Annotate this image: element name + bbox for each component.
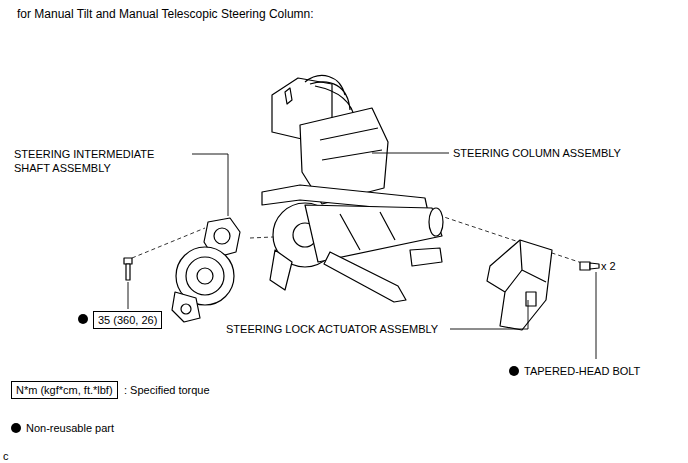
leader-line [372, 153, 449, 154]
part-name: STEERING COLUMN ASSEMBLY [453, 146, 621, 160]
box-text: 35 (360, 26) [98, 313, 157, 327]
part-name: STEERING INTERMEDIATE SHAFT ASSEMBLY [14, 147, 174, 175]
bolt [124, 258, 132, 280]
intermediate-shaft [172, 218, 240, 322]
legend-text: Non-reusable part [26, 421, 114, 435]
non-reusable-dot [509, 366, 519, 376]
leader-line [450, 300, 528, 329]
figure-code: c [3, 449, 9, 463]
non-reusable-dot [78, 314, 88, 324]
leader-line [596, 272, 597, 359]
part-name: TAPERED-HEAD BOLT [524, 364, 640, 378]
lock-actuator [487, 240, 552, 330]
tapered-bolt [580, 262, 599, 270]
title: for Manual Tilt and Manual Telescopic St… [17, 7, 314, 21]
steering-column [262, 76, 443, 302]
leader-line [192, 154, 228, 216]
legend-torque-box: N*m (kgf*cm, ft.*lbf) [11, 381, 118, 399]
box-text: N*m (kgf*cm, ft.*lbf) [16, 383, 113, 397]
legend-text: : Specified torque [124, 383, 210, 397]
part-name: STEERING LOCK ACTUATOR ASSEMBLY [226, 322, 438, 336]
legend-swatch [11, 423, 21, 433]
quantity: x 2 [601, 259, 616, 273]
leader-line [128, 282, 129, 309]
torque-box: 35 (360, 26) [93, 311, 162, 329]
